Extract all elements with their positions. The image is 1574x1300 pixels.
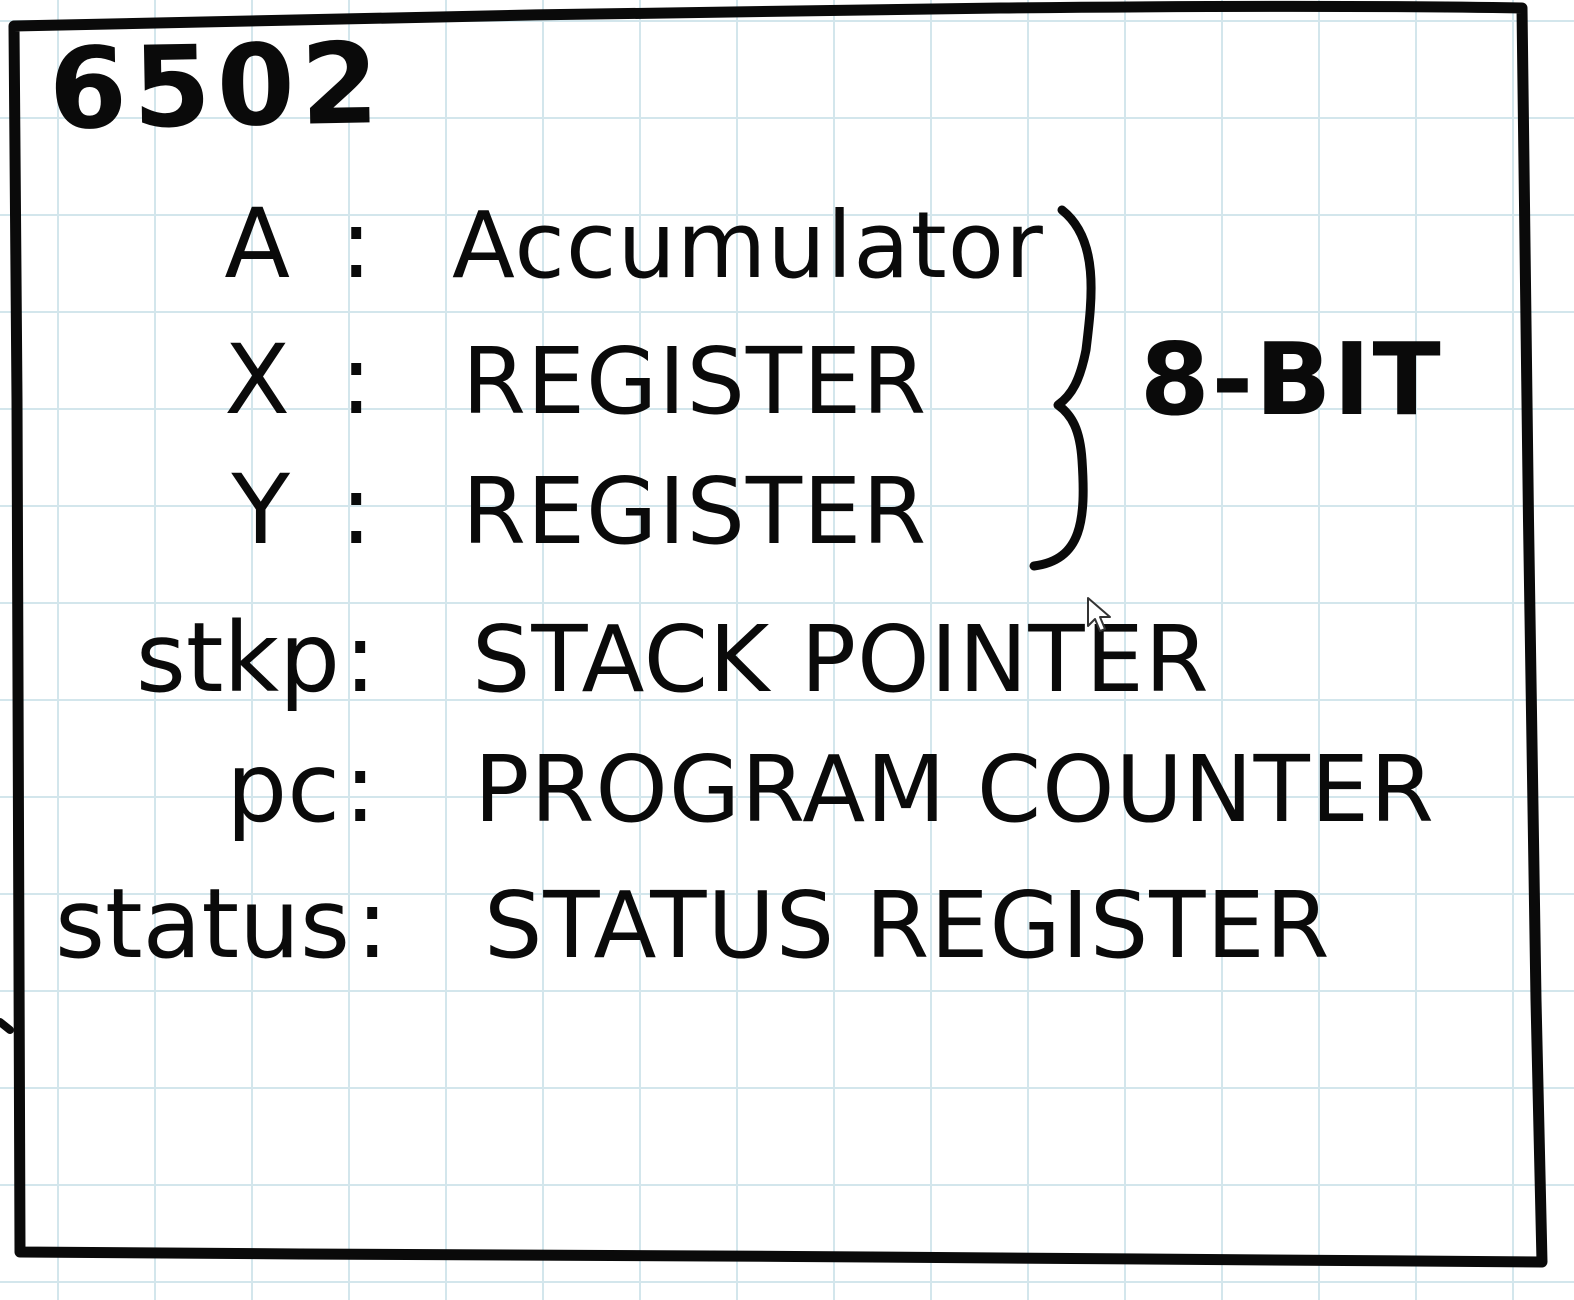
register-row-status: status : STATUS REGISTER [0, 876, 1574, 996]
register-row-x: X : REGISTER [0, 332, 1574, 452]
separator-colon: : [340, 454, 373, 566]
register-description: STACK POINTER [472, 606, 1210, 713]
register-abbr: X [224, 324, 290, 436]
register-description: PROGRAM COUNTER [474, 736, 1435, 843]
curly-brace [1029, 205, 1096, 571]
register-abbr: status [55, 868, 350, 980]
register-abbr: Y [231, 454, 290, 566]
register-row-a: A : Accumulator [0, 196, 1574, 316]
register-description: REGISTER [462, 328, 928, 435]
mouse-pointer-icon [1087, 597, 1111, 632]
separator-colon: : [340, 188, 373, 300]
separator-colon: : [356, 868, 389, 980]
register-description: REGISTER [462, 458, 928, 565]
separator-colon: : [344, 732, 377, 844]
register-row-stkp: stkp : STACK POINTER [0, 610, 1574, 730]
register-description: STATUS REGISTER [484, 872, 1331, 979]
separator-colon: : [340, 324, 373, 436]
register-row-pc: pc : PROGRAM COUNTER [0, 740, 1574, 860]
register-abbr: A [224, 188, 290, 300]
register-row-y: Y : REGISTER [0, 462, 1574, 582]
register-abbr: pc [226, 732, 340, 844]
group-label-8bit: 8-BIT [1140, 321, 1443, 438]
register-abbr: stkp [135, 602, 340, 714]
register-description: Accumulator [452, 192, 1044, 299]
diagram-title: 6502 [47, 19, 386, 155]
separator-colon: : [344, 602, 377, 714]
